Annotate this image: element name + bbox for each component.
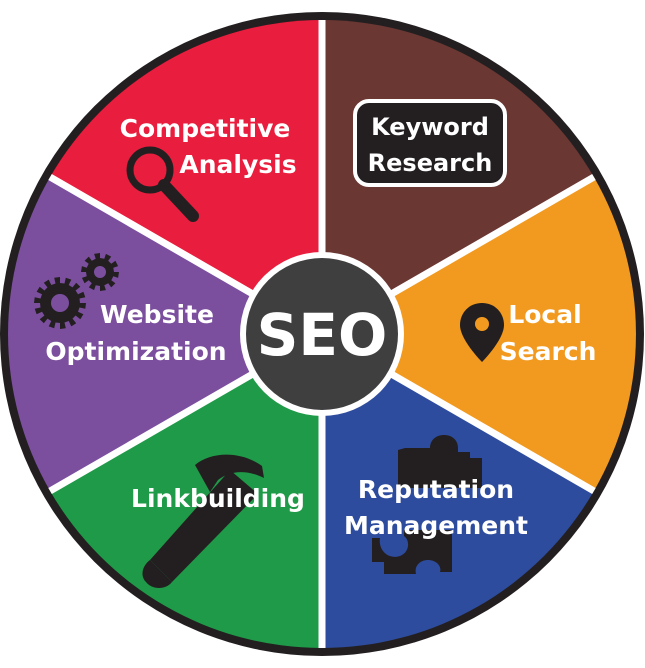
center-label: SEO — [257, 301, 388, 369]
linkbuilding-line-1: Linkbuilding — [131, 484, 305, 513]
keyword-research-line-2: Research — [368, 149, 493, 177]
gears-icon — [34, 253, 119, 329]
center-hub — [246, 258, 398, 410]
website-optimization-line-2: Optimization — [45, 337, 226, 366]
reputation-management-line-1: Reputation — [358, 475, 514, 504]
magnifier-icon — [126, 146, 199, 222]
map-pin-icon — [460, 303, 504, 362]
segment-linkbuilding — [50, 334, 322, 648]
keyword-research-line-1: Keyword — [371, 113, 489, 141]
segment-labels: Competitive Analysis Keyword Research Lo… — [45, 113, 596, 540]
hammer-icon — [142, 454, 264, 588]
reputation-management-line-2: Management — [344, 511, 528, 540]
segment-website-optimization — [8, 177, 322, 491]
competitive-analysis-line-1: Competitive — [120, 114, 291, 143]
local-search-line-1: Local — [508, 300, 581, 329]
local-search-line-2: Search — [500, 337, 597, 366]
competitive-analysis-line-2: Analysis — [179, 150, 296, 179]
keyword-label-box — [353, 99, 507, 187]
puzzle-piece-icon — [372, 435, 482, 574]
segment-competitive-analysis — [50, 20, 322, 334]
website-optimization-line-1: Website — [100, 300, 214, 329]
